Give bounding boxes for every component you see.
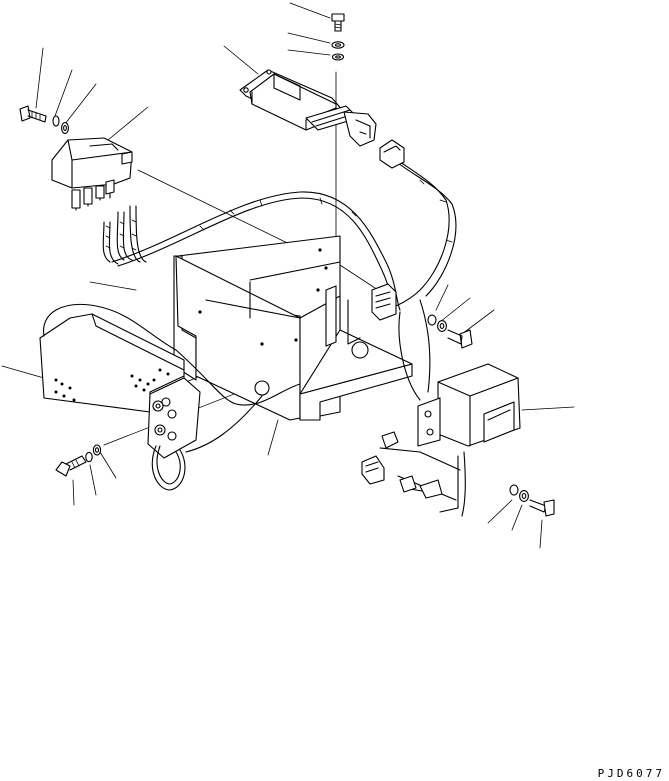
relay-wires [103, 206, 146, 264]
lower-left-bolt-and-washers [56, 445, 101, 476]
panel-harness [44, 304, 300, 452]
buzzer-box [418, 364, 520, 446]
buzzer-connectors [362, 432, 442, 498]
right-bolt-and-washers [428, 315, 472, 348]
panel-vent-holes [54, 368, 170, 402]
harness-connector [380, 140, 404, 168]
left-bolt-and-washers [20, 106, 68, 134]
top-bolt-and-washers [332, 14, 344, 60]
leader-lines [2, 3, 574, 548]
mounting-bracket [174, 236, 412, 420]
relay-box [52, 138, 132, 210]
drawing-reference-code: PJD6077 [598, 767, 665, 780]
bracket-connector [372, 284, 396, 320]
switch-panel [40, 314, 200, 490]
main-harness [112, 152, 456, 312]
controller-unit [240, 70, 376, 146]
lower-right-bolt-and-washers [510, 485, 554, 516]
